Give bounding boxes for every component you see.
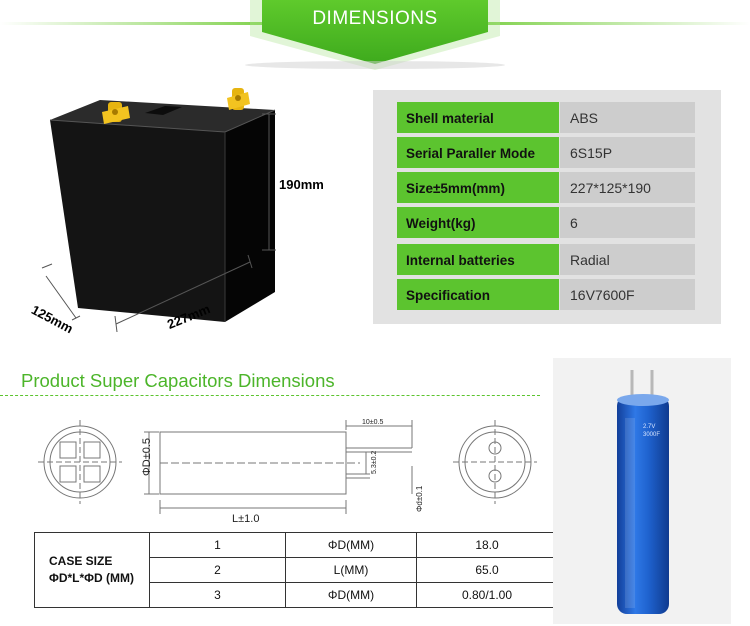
header-banner <box>0 0 750 70</box>
case-size-table: CASE SIZE ΦD*L*ΦD (MM) 1 ΦD(MM) 18.0 2 L… <box>34 532 558 608</box>
section-divider <box>0 395 540 396</box>
capacitor-drawing: ΦD±0.5 L±1.0 10±0.5 5.3±0.2 Φd±0.1 <box>38 419 537 525</box>
terminal-icon <box>102 102 130 124</box>
table-row: CASE SIZE ΦD*L*ΦD (MM) 1 ΦD(MM) 18.0 <box>34 532 558 608</box>
spec-label: Internal batteries <box>397 244 559 275</box>
lead-spacing-label: 10±0.5 <box>362 419 383 426</box>
spec-value: ABS <box>560 102 695 133</box>
spec-value: 6S15P <box>560 137 695 168</box>
length-label: L±1.0 <box>232 513 259 525</box>
diameter-label: ΦD±0.5 <box>141 438 153 476</box>
table-row: 2 L(MM) 65.0 <box>35 557 558 583</box>
table-cell: 65.0 <box>416 557 558 583</box>
case-size-header: CASE SIZE ΦD*L*ΦD (MM) <box>34 532 150 608</box>
table-cell: ΦD(MM) <box>285 582 417 608</box>
capacitor-marking: 3000F <box>643 432 660 438</box>
table-cell: 2 <box>149 557 286 583</box>
table-cell: 1 <box>149 532 286 558</box>
spec-row: Internal batteries Radial <box>397 244 750 275</box>
pin-spacing-label: 5.3±0.2 <box>371 451 378 474</box>
section-title: Product Super Capacitors Dimensions <box>21 370 335 391</box>
spec-label: Size±5mm(mm) <box>397 172 559 203</box>
spec-value: 227*125*190 <box>560 172 695 203</box>
table-cell: 18.0 <box>416 532 558 558</box>
spec-label: Weight(kg) <box>397 207 559 238</box>
spec-table: Shell material ABS Serial Paraller Mode … <box>373 90 721 324</box>
spec-row: Weight(kg) 6 <box>397 207 750 238</box>
spec-label: Shell material <box>397 102 559 133</box>
table-row: 3 ΦD(MM) 0.80/1.00 <box>35 582 558 608</box>
spec-label: Serial Paraller Mode <box>397 137 559 168</box>
terminal-icon <box>227 88 250 110</box>
spec-row: Serial Paraller Mode 6S15P <box>397 137 750 168</box>
battery-illustration <box>41 88 276 333</box>
capacitor-marking: 2.7V <box>643 424 655 430</box>
spec-value: Radial <box>560 244 695 275</box>
table-cell: 3 <box>149 582 286 608</box>
table-cell: L(MM) <box>285 557 417 583</box>
table-cell: 0.80/1.00 <box>416 582 558 608</box>
page-title: DIMENSIONS <box>312 8 438 29</box>
spec-value: 6 <box>560 207 695 238</box>
spec-row: Shell material ABS <box>397 102 750 133</box>
spec-row: Size±5mm(mm) 227*125*190 <box>397 172 750 203</box>
spec-value: 16V7600F <box>560 279 695 310</box>
capacitor-photo: 2.7V 3000F <box>617 370 669 614</box>
spec-row: Specification 16V7600F <box>397 279 750 310</box>
height-label: 190mm <box>279 177 324 192</box>
spec-label: Specification <box>397 279 559 310</box>
table-cell: ΦD(MM) <box>285 532 417 558</box>
lead-diameter-label: Φd±0.1 <box>415 485 424 512</box>
